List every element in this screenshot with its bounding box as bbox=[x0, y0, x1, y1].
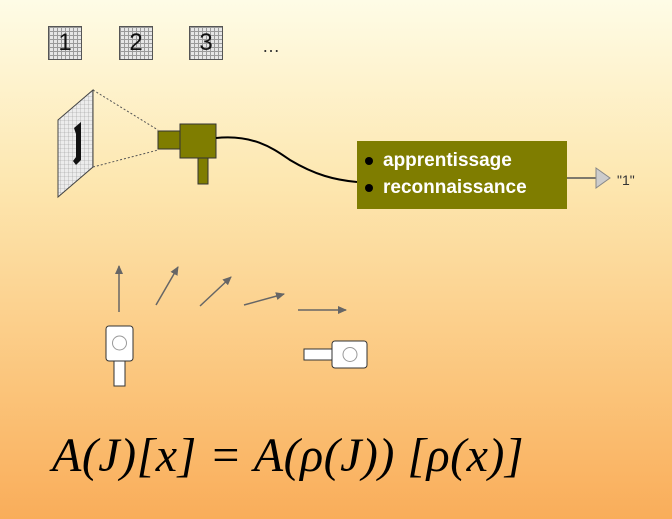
rotation-arrows bbox=[115, 265, 347, 314]
output-label: "1" bbox=[617, 172, 635, 188]
processor-box: apprentissage reconnaissance bbox=[357, 141, 567, 209]
samples-ellipsis: … bbox=[262, 36, 280, 56]
sample-image-1: 1 bbox=[48, 26, 82, 60]
bullet-icon bbox=[365, 183, 373, 192]
arrow-icon bbox=[243, 292, 285, 306]
processor-item-label: apprentissage bbox=[383, 150, 512, 171]
upright-camera-icon bbox=[105, 325, 134, 387]
rotated-camera-icon bbox=[303, 340, 368, 369]
output-arrow-icon bbox=[567, 167, 611, 189]
arrow-icon bbox=[155, 266, 179, 306]
camera-cable bbox=[215, 136, 358, 183]
processor-item-learning: apprentissage bbox=[363, 147, 567, 174]
arrow-icon bbox=[199, 276, 232, 307]
sample-label-1: 1 bbox=[58, 29, 72, 56]
sample-label-3: 3 bbox=[199, 29, 213, 56]
processor-item-recognition: reconnaissance bbox=[363, 174, 567, 201]
sample-image-2: 2 bbox=[119, 26, 153, 60]
sample-image-3: 3 bbox=[189, 26, 223, 60]
processor-item-label: reconnaissance bbox=[383, 177, 527, 198]
view-cone bbox=[92, 89, 159, 168]
sample-label-2: 2 bbox=[129, 29, 143, 56]
camera-icon bbox=[157, 123, 217, 185]
invariance-formula: A(J)[x] = A(ρ(J)) [ρ(x)] bbox=[52, 429, 525, 482]
bullet-icon bbox=[365, 156, 373, 165]
projected-image bbox=[57, 88, 94, 199]
